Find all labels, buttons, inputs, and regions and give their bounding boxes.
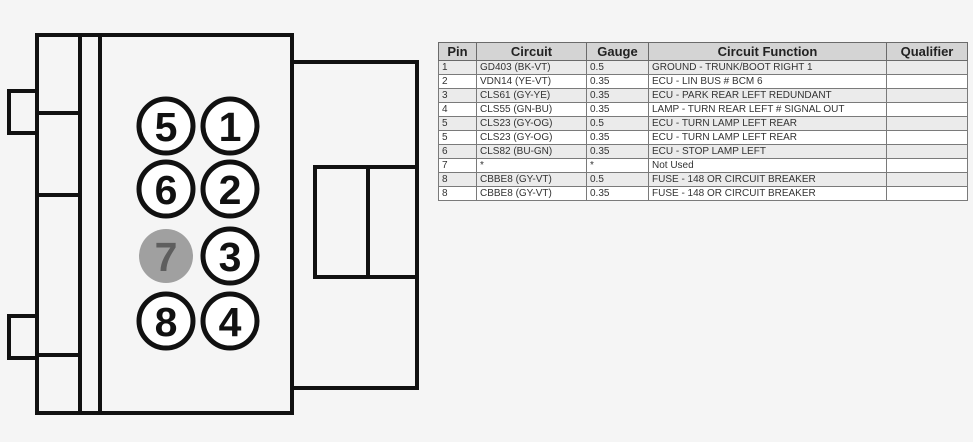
cell-circuit: CLS55 (GN-BU) xyxy=(476,102,587,117)
cell-gauge: 0.5 xyxy=(586,172,649,187)
cell-pin: 1 xyxy=(438,60,477,75)
cell-qualifier xyxy=(886,186,968,201)
pin-2: 2 xyxy=(200,159,260,219)
cell-qualifier xyxy=(886,116,968,131)
cell-circuit-function: ECU - LIN BUS # BCM 6 xyxy=(648,74,887,89)
header-gauge: Gauge xyxy=(586,42,649,61)
cell-circuit-function: FUSE - 148 OR CIRCUIT BREAKER xyxy=(648,186,887,201)
header-circuit: Circuit xyxy=(476,42,587,61)
cell-pin: 7 xyxy=(438,158,477,173)
pin-8: 8 xyxy=(136,291,196,351)
cell-circuit: CLS23 (GY-OG) xyxy=(476,116,587,131)
table-row: 7**Not Used xyxy=(438,158,968,173)
cell-gauge: 0.5 xyxy=(586,60,649,75)
pin-circle xyxy=(200,226,260,286)
pin-6: 6 xyxy=(136,159,196,219)
cell-qualifier xyxy=(886,102,968,117)
pin-4: 4 xyxy=(200,291,260,351)
cell-circuit-function: ECU - STOP LAMP LEFT xyxy=(648,144,887,159)
pin-circle xyxy=(136,159,196,219)
cell-circuit: * xyxy=(476,158,587,173)
connector-housing xyxy=(35,33,294,415)
pin-number: 3 xyxy=(219,234,242,280)
pinout-table: Pin Circuit Gauge Circuit Function Quali… xyxy=(438,42,968,201)
connector-outline xyxy=(7,33,419,415)
cell-circuit-function: LAMP - TURN REAR LEFT # SIGNAL OUT xyxy=(648,102,887,117)
pin-circle xyxy=(139,229,193,283)
pin-1: 1 xyxy=(200,96,260,156)
cell-qualifier xyxy=(886,88,968,103)
cell-pin: 6 xyxy=(438,144,477,159)
pin-number: 5 xyxy=(155,104,178,150)
cell-circuit: CLS82 (BU-GN) xyxy=(476,144,587,159)
pin-circle xyxy=(200,159,260,219)
header-circuit-function: Circuit Function xyxy=(648,42,887,61)
pin-number: 1 xyxy=(219,104,242,150)
header-pin: Pin xyxy=(438,42,477,61)
header-qualifier: Qualifier xyxy=(886,42,968,61)
cell-circuit: VDN14 (YE-VT) xyxy=(476,74,587,89)
cell-pin: 2 xyxy=(438,74,477,89)
pin-number: 6 xyxy=(155,167,178,213)
cell-circuit-function: ECU - TURN LAMP LEFT REAR xyxy=(648,130,887,145)
pin-3: 3 xyxy=(200,226,260,286)
table-header-row: Pin Circuit Gauge Circuit Function Quali… xyxy=(438,42,968,61)
cell-circuit: CLS61 (GY-YE) xyxy=(476,88,587,103)
cell-gauge: 0.35 xyxy=(586,144,649,159)
pin-number: 8 xyxy=(155,299,178,345)
cell-pin: 5 xyxy=(438,116,477,131)
pin-number: 4 xyxy=(219,299,242,345)
cell-pin: 4 xyxy=(438,102,477,117)
cell-qualifier xyxy=(886,130,968,145)
pin-circle xyxy=(136,96,196,156)
cell-qualifier xyxy=(886,60,968,75)
cell-gauge: 0.35 xyxy=(586,186,649,201)
cell-gauge: 0.35 xyxy=(586,88,649,103)
pin-circle xyxy=(200,96,260,156)
left-tab-upper xyxy=(7,89,39,135)
cell-circuit-function: FUSE - 148 OR CIRCUIT BREAKER xyxy=(648,172,887,187)
cell-gauge: 0.35 xyxy=(586,102,649,117)
cell-qualifier xyxy=(886,144,968,159)
cell-qualifier xyxy=(886,172,968,187)
pin-number: 2 xyxy=(219,167,242,213)
cell-gauge: 0.5 xyxy=(586,116,649,131)
cell-qualifier xyxy=(886,74,968,89)
cell-circuit: GD403 (BK-VT) xyxy=(476,60,587,75)
cell-circuit-function: ECU - PARK REAR LEFT REDUNDANT xyxy=(648,88,887,103)
cell-circuit-function: Not Used xyxy=(648,158,887,173)
cell-gauge: * xyxy=(586,158,649,173)
cell-gauge: 0.35 xyxy=(586,74,649,89)
pin-7: 7 xyxy=(139,229,193,283)
cell-circuit-function: ECU - TURN LAMP LEFT REAR xyxy=(648,116,887,131)
cell-pin: 8 xyxy=(438,172,477,187)
cell-circuit: CBBE8 (GY-VT) xyxy=(476,172,587,187)
cell-qualifier xyxy=(886,158,968,173)
pin-circle xyxy=(200,291,260,351)
cell-circuit: CLS23 (GY-OG) xyxy=(476,130,587,145)
pin-number: 7 xyxy=(155,234,178,280)
cell-gauge: 0.35 xyxy=(586,130,649,145)
left-tab-lower xyxy=(7,314,39,360)
right-extension xyxy=(292,60,419,390)
cell-circuit-function: GROUND - TRUNK/BOOT RIGHT 1 xyxy=(648,60,887,75)
cell-pin: 8 xyxy=(438,186,477,201)
cell-pin: 3 xyxy=(438,88,477,103)
cell-circuit: CBBE8 (GY-VT) xyxy=(476,186,587,201)
cell-pin: 5 xyxy=(438,130,477,145)
pin-5: 5 xyxy=(136,96,196,156)
pin-circle xyxy=(136,291,196,351)
